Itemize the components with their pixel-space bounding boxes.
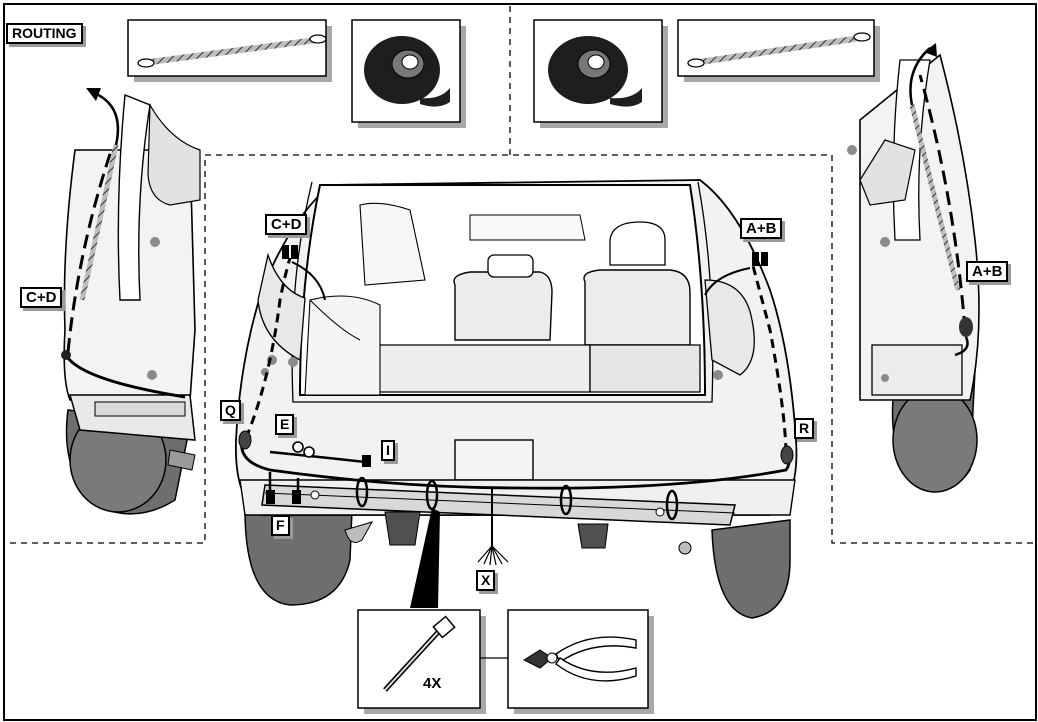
electrical-tape-icon <box>364 36 450 107</box>
callout-i: I <box>381 440 395 461</box>
tool-pointer <box>410 508 440 608</box>
dashed-dividers <box>10 6 1034 544</box>
tool-panel-cable-tie <box>357 609 486 714</box>
outer-border <box>3 3 1037 721</box>
callout-c-d-center: C+D <box>265 214 308 235</box>
cable-tie-icon <box>383 615 456 692</box>
vehicle-rear-view <box>235 179 798 619</box>
tool-panel-side-cutter <box>507 609 654 714</box>
side-cutter-icon <box>522 636 637 682</box>
right-side-view <box>847 43 980 493</box>
left-side-view <box>61 88 201 515</box>
callout-q: Q <box>220 400 241 421</box>
electrical-tape-icon <box>548 36 642 107</box>
fish-wire-icon <box>137 34 327 68</box>
page-title: ROUTING <box>6 23 83 44</box>
callout-c-d-left-view: C+D <box>20 287 63 308</box>
cable-tie-quantity: 4X <box>423 675 442 692</box>
callout-r: R <box>794 418 815 439</box>
tool-panel-fish-wire-right <box>677 19 880 82</box>
fish-wire-icon <box>687 32 871 68</box>
tool-panel-tape-right <box>533 19 668 128</box>
tool-panel-tape-left <box>351 19 466 128</box>
callout-e: E <box>275 414 295 435</box>
callout-a-b-center: A+B <box>740 218 783 239</box>
callout-a-b-right-view: A+B <box>966 261 1009 282</box>
tool-panel-fish-wire-left <box>127 19 332 82</box>
callout-f: F <box>271 515 290 536</box>
wiring-harness <box>238 245 794 566</box>
callout-x: X <box>476 570 496 591</box>
